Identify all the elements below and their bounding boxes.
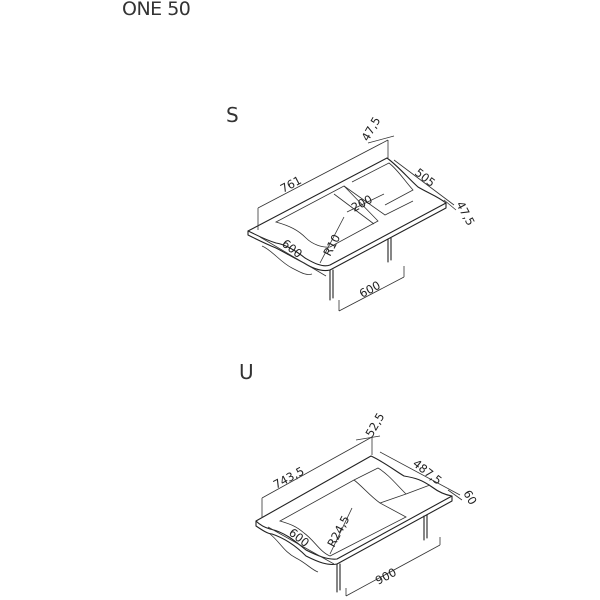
variant-label-s: S — [226, 103, 239, 127]
s-dim-600-front-line — [259, 236, 327, 277]
u-dim-900-line — [345, 537, 441, 597]
u-dim-r245: R24,5 — [324, 513, 352, 549]
s-dim-505: 505 — [412, 165, 438, 190]
s-dim-505-line — [393, 159, 455, 206]
s-front-wave — [261, 245, 313, 275]
s-dim-761-line — [257, 139, 389, 230]
variant-s-drawing: 761 47,5 505 47,5 200 600 R10 600 — [247, 114, 478, 312]
s-dim-200-line — [346, 193, 385, 213]
s-inner-recess — [274, 185, 379, 248]
variant-label-u: U — [239, 360, 254, 384]
s-dim-r10: R10 — [320, 232, 343, 259]
s-dim-r10-line — [319, 216, 345, 264]
u-inner-recess — [278, 479, 407, 557]
u-dim-600-front-line — [267, 526, 335, 565]
s-dim-side-offset: 47,5 — [453, 199, 477, 228]
u-dim-4875: 487,5 — [410, 456, 445, 487]
u-dim-side-offset: 60 — [460, 488, 479, 508]
s-top-thickness — [247, 202, 447, 272]
s-dim-600-legs-line — [338, 266, 405, 312]
u-dim-525-line — [355, 435, 381, 441]
u-inner-right — [379, 493, 407, 504]
u-dim-r245-line — [329, 507, 353, 555]
u-front-wave — [269, 533, 319, 573]
s-dim-600-legs: 600 — [357, 278, 383, 301]
s-dim-back-offset: 47,5 — [358, 114, 383, 143]
product-title: ONE 50 — [122, 0, 191, 20]
s-top-outline — [247, 157, 447, 267]
u-top-thickness — [255, 495, 453, 566]
u-dim-7435: 743,5 — [271, 464, 307, 492]
s-dim-600-front: 600 — [279, 236, 305, 261]
u-dim-7435-line — [261, 436, 373, 518]
s-dim-761: 761 — [278, 173, 304, 196]
u-dim-back-offset: 52,5 — [362, 410, 387, 439]
s-dim-475-top-line — [367, 135, 395, 144]
u-dim-600-front: 600 — [286, 525, 312, 550]
u-dim-4875-line — [379, 451, 461, 496]
s-right-recess — [351, 162, 414, 206]
u-dim-60-line — [447, 489, 463, 501]
u-dim-900: 900 — [373, 565, 399, 588]
s-dim-475-side-line — [443, 199, 457, 211]
variant-u-drawing: 743,5 52,5 487,5 60 600 R24,5 900 — [255, 410, 480, 597]
